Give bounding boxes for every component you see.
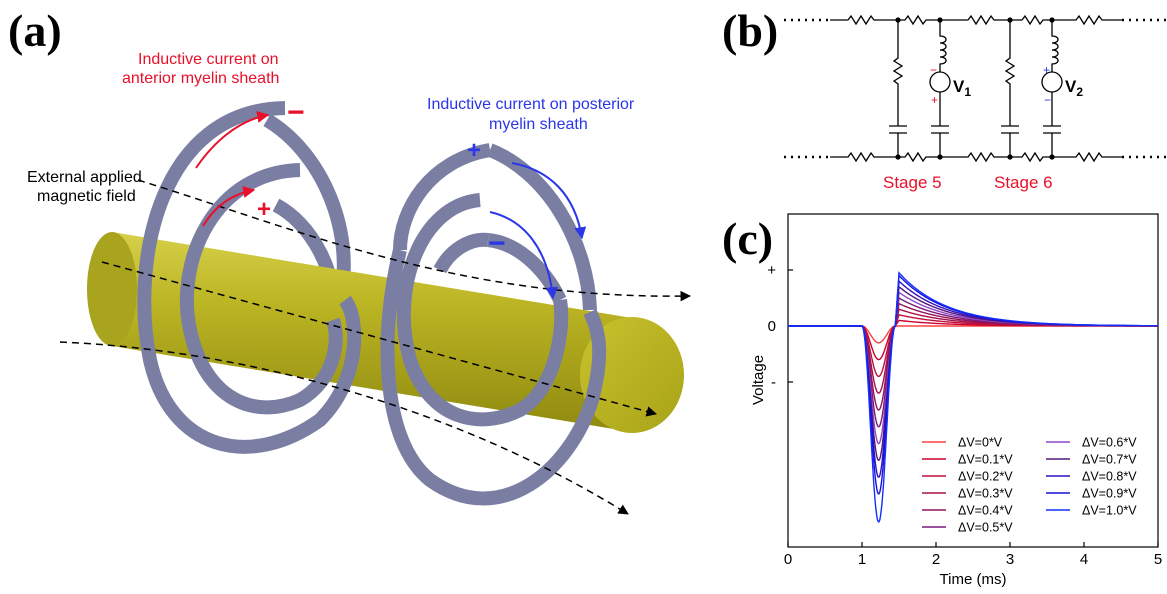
stage-5-label: Stage 5 [883, 173, 942, 192]
legend-label: ΔV=0.5*V [958, 521, 1013, 535]
bottom-rail [830, 151, 1122, 163]
legend-label: ΔV=0.3*V [958, 487, 1013, 501]
posterior-outer-ring-front [380, 248, 607, 506]
current-arrows [195, 110, 587, 300]
legend-label: ΔV=0.8*V [1082, 470, 1137, 484]
panel-a-label: (a) [8, 5, 62, 56]
branch-2 [931, 20, 949, 157]
anterior-inner-ring-front [179, 163, 343, 415]
x-ticks: 0 1 2 3 4 5 [784, 542, 1162, 568]
anterior-outer-ring-front [137, 101, 362, 454]
v1-label: V1 [953, 77, 971, 99]
axon-cylinder [87, 232, 684, 433]
y-tick-label: + [767, 262, 776, 279]
chart-legend: ΔV=0*V ΔV=0.1*V ΔV=0.2*V ΔV=0.3*V ΔV=0.4*V ΔV… [922, 436, 1137, 535]
anterior-inner-current-arrow [202, 186, 256, 227]
v2-label: V2 [1065, 77, 1083, 99]
source-v2 [1041, 71, 1063, 93]
stage-6-label: Stage 6 [994, 173, 1053, 192]
posterior-outer-current-arrow [511, 162, 587, 240]
panel-b: (b) V1 [722, 5, 1166, 192]
x-tick-label: 2 [932, 551, 940, 568]
posterior-outer-ring-top [393, 143, 492, 251]
anterior-label-line2: anterior myelin sheath [122, 70, 279, 87]
x-tick-label: 5 [1154, 551, 1162, 568]
legend-label: ΔV=0.2*V [958, 470, 1013, 484]
y-axis-label: Voltage [750, 355, 767, 405]
y-tick-label: 0 [768, 318, 776, 335]
posterior-inner-ring-top [433, 232, 489, 274]
anterior-minus-sign: − [287, 96, 305, 129]
series-line-10 [788, 271, 1158, 523]
legend-label: ΔV=0.7*V [1082, 453, 1137, 467]
anterior-plus-sign: + [257, 196, 271, 223]
x-axis-label: Time (ms) [940, 571, 1007, 588]
legend-label: ΔV=0.9*V [1082, 487, 1137, 501]
y-tick-label: - [771, 374, 776, 391]
branch-1 [889, 20, 907, 157]
circuit [784, 14, 1166, 163]
posterior-outer-ring-back [487, 143, 597, 311]
anterior-label-line1: Inductive current on [138, 51, 279, 68]
series-line-7 [788, 285, 1158, 461]
posterior-plus-sign: + [467, 137, 481, 164]
series-line-0 [788, 325, 1158, 344]
field-label-line1: External applied [27, 169, 142, 186]
panel-a: (a) [8, 5, 692, 515]
anterior-outer-current-arrow [195, 110, 270, 169]
v1-minus: − [930, 63, 937, 77]
posterior-minus-sign: − [488, 227, 506, 260]
v1-plus: + [931, 93, 938, 107]
legend-label: ΔV=0.1*V [958, 453, 1013, 467]
posterior-inner-current-arrow [489, 211, 558, 300]
v2-minus: − [1044, 93, 1051, 107]
series-line-2 [788, 313, 1158, 377]
posterior-label-line1: Inductive current on posterior [427, 96, 635, 113]
legend-label: ΔV=1.0*V [1082, 504, 1137, 518]
posterior-label-line2: myelin sheath [489, 116, 588, 133]
x-tick-label: 4 [1080, 551, 1088, 568]
chart-curves [788, 271, 1158, 523]
panel-b-label: (b) [722, 5, 778, 56]
x-tick-label: 1 [858, 551, 866, 568]
legend-label: ΔV=0*V [958, 436, 1003, 450]
field-label-line2: magnetic field [37, 188, 136, 205]
source-v1 [929, 71, 951, 93]
legend-label: ΔV=0.4*V [958, 504, 1013, 518]
branch-4 [1043, 20, 1061, 157]
branch-3 [1001, 20, 1019, 157]
sheath-rings-front [137, 101, 607, 506]
top-rail [830, 14, 1122, 26]
legend-label: ΔV=0.6*V [1082, 436, 1137, 450]
posterior-inner-ring-front [396, 193, 569, 427]
x-tick-label: 0 [784, 551, 792, 568]
plot-frame [787, 213, 1159, 548]
junctions [895, 17, 1055, 160]
panel-c-label: (c) [722, 213, 773, 264]
x-tick-label: 3 [1006, 551, 1014, 568]
v2-plus: + [1043, 63, 1050, 77]
